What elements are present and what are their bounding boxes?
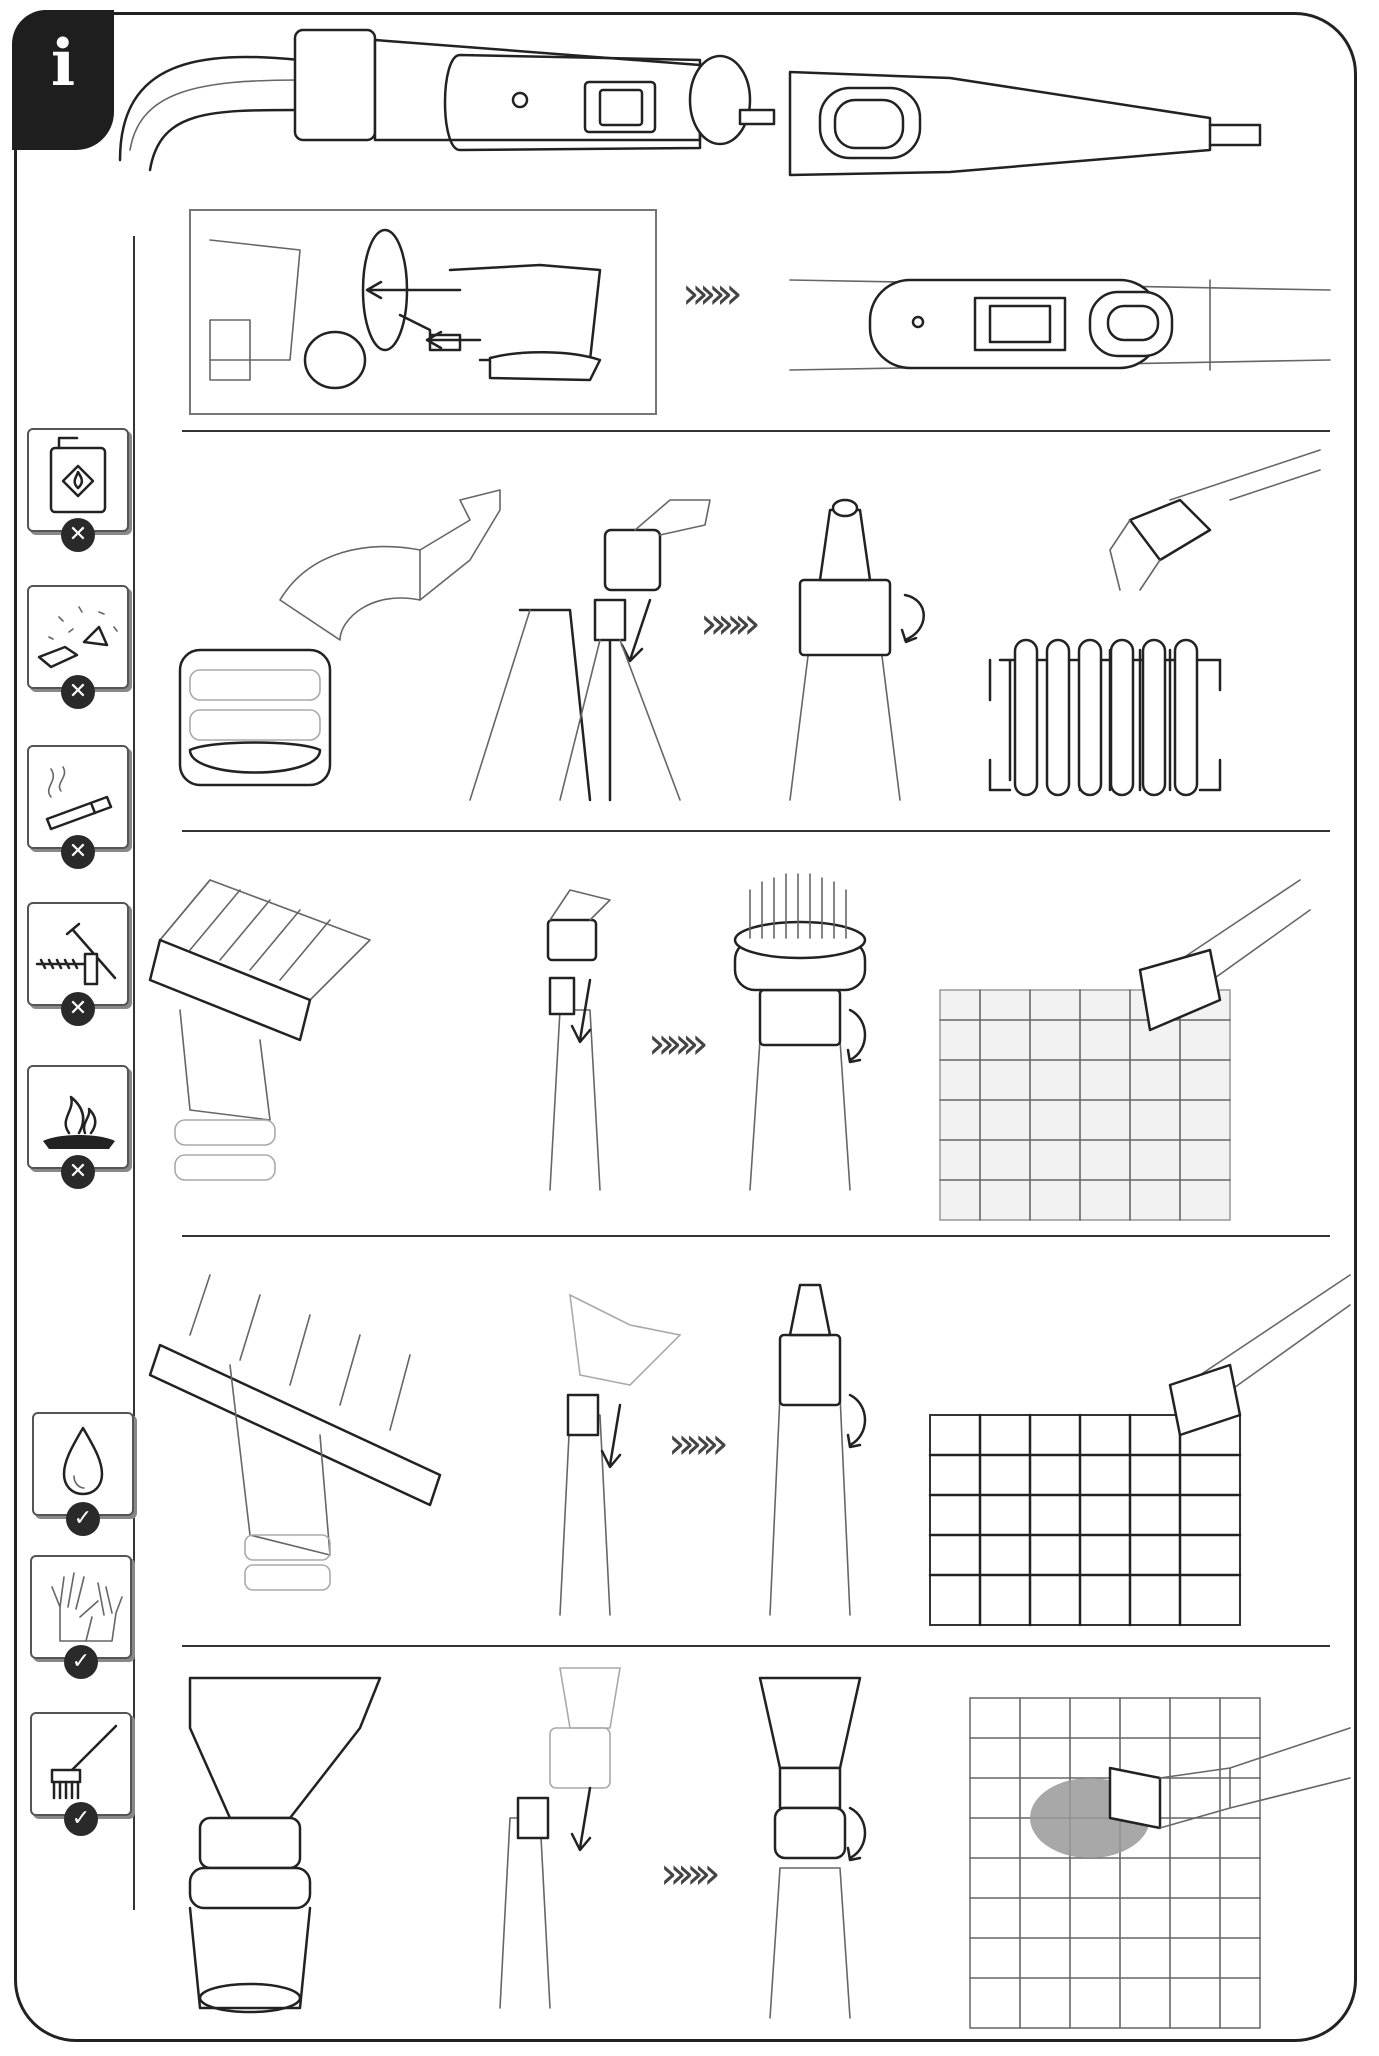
- step4-wide-brush-illustration: [148, 1274, 1351, 1627]
- section-divider: [182, 830, 1330, 832]
- info-tab: [12, 10, 114, 150]
- section-divider: [182, 1645, 1330, 1647]
- prohibited-badge: ✕: [61, 675, 95, 709]
- warning-hot-ashes: hot-ashes-icon ✕: [27, 1065, 129, 1189]
- section-divider: [182, 1235, 1330, 1237]
- hose-and-extension-illustration: [118, 28, 1262, 177]
- step5-squeegee-illustration: [188, 1667, 1351, 2029]
- sidebar-divider: [133, 236, 135, 1910]
- allowed-badge: ✓: [64, 1645, 98, 1679]
- info-brush: cleaning-brush-icon ✓: [30, 1712, 132, 1836]
- prohibited-badge: ✕: [61, 518, 95, 552]
- allowed-badge: ✓: [66, 1502, 100, 1536]
- prohibited-badge: ✕: [61, 992, 95, 1026]
- warning-flammable: flammable-canister-icon ✕: [27, 428, 129, 552]
- step3-round-brush-illustration: [148, 873, 1311, 1221]
- info-gloves: gloves-icon ✓: [30, 1555, 132, 1679]
- step1-connection-detail: [189, 209, 657, 415]
- warning-broken-glass: broken-glass-icon ✕: [27, 585, 129, 709]
- section-divider: [182, 430, 1330, 432]
- prohibited-badge: ✕: [61, 1155, 95, 1189]
- warning-cigarette: cigarette-icon ✕: [27, 745, 129, 869]
- step1-assembled-handle: [789, 278, 1331, 371]
- info-water-only: water-drop-icon ✓: [32, 1412, 134, 1536]
- next-step-arrow: »»»: [700, 598, 761, 649]
- next-step-arrow: »»»: [660, 1848, 721, 1899]
- next-step-arrow: »»»: [648, 1018, 709, 1069]
- info-icon: i: [50, 26, 76, 101]
- allowed-badge: ✓: [64, 1802, 98, 1836]
- next-step-arrow: »»»: [668, 1418, 729, 1469]
- step2-angled-nozzle-illustration: [178, 449, 1321, 802]
- next-step-arrow: »»»: [682, 268, 743, 319]
- prohibited-badge: ✕: [61, 835, 95, 869]
- warning-nails-screws: nails-screws-icon ✕: [27, 902, 129, 1026]
